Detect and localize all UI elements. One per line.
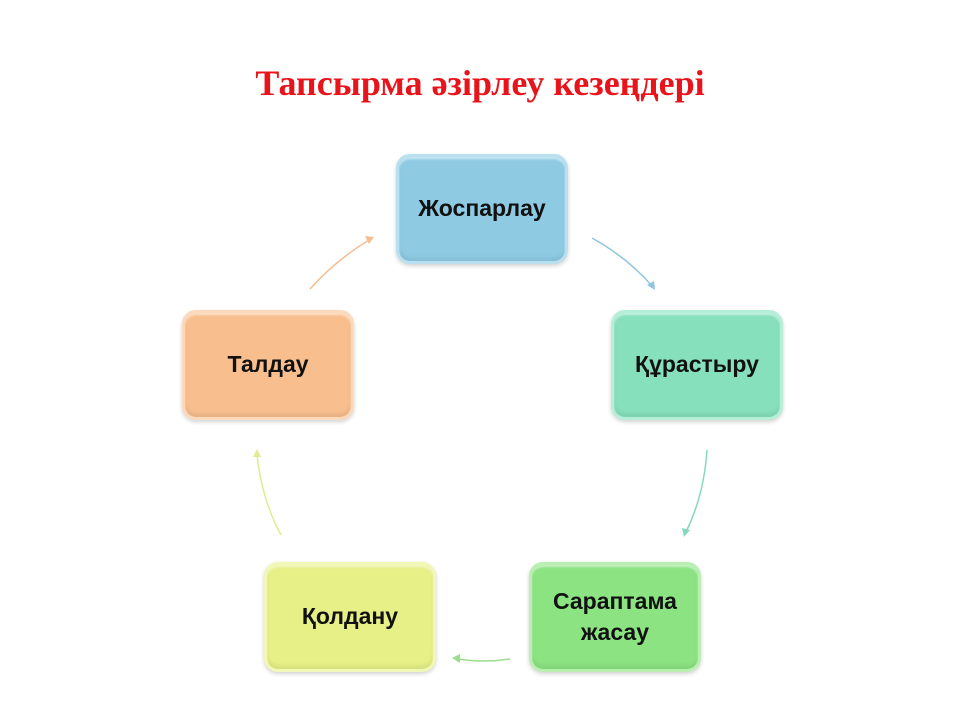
stage-analysis-label: Талдау xyxy=(227,351,309,378)
stage-planning: Жоспарлау xyxy=(396,154,568,264)
arrowhead-review-to-applying xyxy=(452,654,460,663)
stage-applying: Қолдану xyxy=(264,562,436,672)
stage-analysis: Талдау xyxy=(182,310,354,420)
arrow-assembling-to-review xyxy=(685,449,708,533)
stage-review: Сараптама жасау xyxy=(529,562,701,672)
arrowhead-analysis-to-planning xyxy=(365,236,374,244)
stage-applying-label: Қолдану xyxy=(301,603,399,630)
stage-review-label: Сараптама жасау xyxy=(553,587,677,645)
stage-assembling-label: Құрастыру xyxy=(635,351,759,378)
arrowhead-assembling-to-review xyxy=(682,528,690,537)
arrow-analysis-to-planning xyxy=(309,239,370,290)
diagram-title: Тапсырма әзірлеу кезеңдері xyxy=(255,63,705,103)
arrowhead-applying-to-analysis xyxy=(253,449,261,457)
arrow-applying-to-analysis xyxy=(256,454,282,536)
arrow-planning-to-assembling xyxy=(591,237,653,287)
stage-assembling: Құрастыру xyxy=(611,310,783,420)
stage-planning-label: Жоспарлау xyxy=(418,195,546,222)
arrowhead-planning-to-assembling xyxy=(647,281,655,290)
arrow-review-to-applying xyxy=(457,658,511,662)
